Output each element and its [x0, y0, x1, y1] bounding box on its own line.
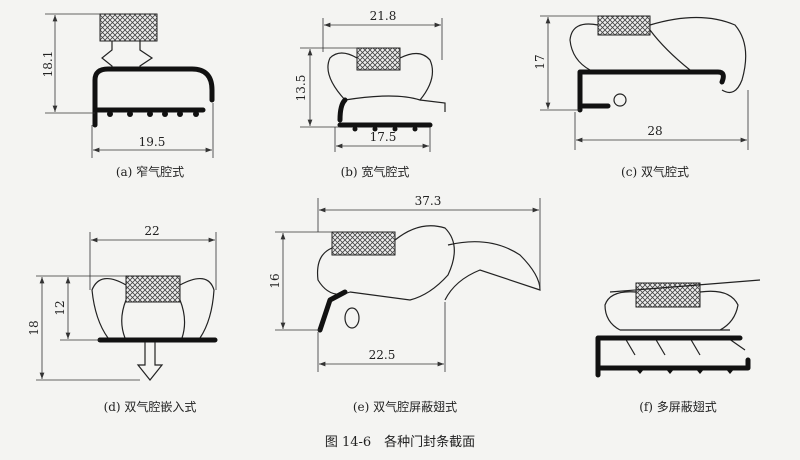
caption-b: (b) 宽气腔式: [341, 164, 410, 179]
dim-base-width: 17.5: [370, 130, 397, 144]
magnetic-strip: [597, 15, 651, 36]
dim-height: 13.5: [294, 75, 308, 102]
caption-c: (c) 双气腔式: [621, 164, 689, 179]
magnetic-strip: [125, 275, 181, 303]
magnetic-strip: [635, 282, 701, 308]
dim-height: 18.1: [41, 51, 55, 78]
dim-base-width: 22.5: [369, 348, 396, 362]
dim-total-height: 18: [27, 320, 41, 335]
dim-width: 22: [144, 224, 159, 238]
dim-width: 28: [647, 124, 662, 138]
air-chamber-and-fins: [604, 279, 761, 356]
panel-d-double-chamber-embedded: 22 18 12 (d) 双气腔嵌入式: [27, 224, 218, 414]
embed-arrow: [136, 342, 164, 381]
dim-width: 19.5: [139, 135, 166, 149]
air-chambers: [91, 278, 215, 339]
figure-caption: 图 14-6 各种门封条截面: [325, 434, 475, 450]
seal-shell: [92, 66, 215, 128]
magnetic-strip: [356, 47, 401, 71]
caption-e: (e) 双气腔屏蔽翅式: [353, 399, 457, 414]
caption-a: (a) 窄气腔式: [116, 164, 184, 179]
seal-base: [577, 69, 726, 113]
magnetic-strip: [99, 13, 158, 42]
anchor-loop: [344, 307, 360, 329]
dim-top-width: 21.8: [370, 9, 397, 23]
magnetic-strip: [331, 231, 396, 256]
panel-b-wide-air-chamber: 21.8 13.5 17.5 (b) 宽气腔式: [294, 9, 446, 179]
panel-f-multi-shield-fin: (f) 多屏蔽翅式: [595, 279, 761, 414]
air-chambers: [569, 16, 747, 93]
seal-base: [317, 289, 348, 333]
anchor-loop: [613, 93, 627, 107]
dim-height: 16: [268, 273, 282, 288]
seal-base: [595, 335, 743, 378]
dim-total-width: 37.3: [415, 194, 442, 208]
panel-a-narrow-air-chamber: 18.1 19.5 (a) 窄气腔式: [41, 13, 215, 179]
panel-c-double-air-chamber: 17 28 (c) 双气腔式: [533, 15, 749, 179]
air-chamber: [327, 52, 433, 101]
bellows: [101, 41, 154, 68]
dim-height: 17: [533, 54, 547, 69]
panel-e-double-chamber-shield-fin: 37.3 16 22.5 (e) 双气腔屏蔽翅式: [268, 194, 541, 414]
seal-base: [337, 97, 433, 128]
caption-d: (d) 双气腔嵌入式: [104, 399, 197, 414]
dim-chamber-height: 12: [53, 300, 67, 315]
caption-f: (f) 多屏蔽翅式: [639, 399, 717, 414]
rail-bumps: [107, 111, 199, 117]
